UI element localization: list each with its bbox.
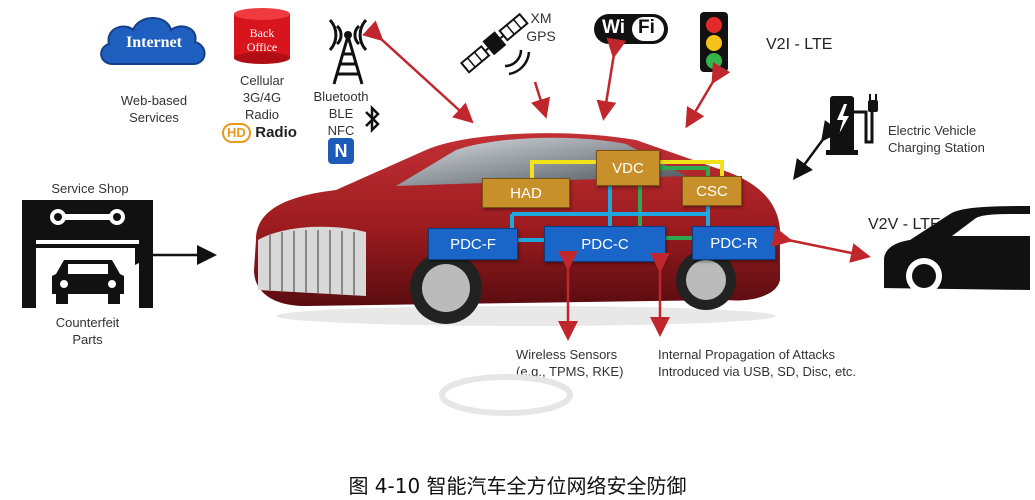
internet-label: Internet	[126, 34, 182, 51]
figure-caption: 图 4-10 智能汽车全方位网络安全防御	[348, 474, 687, 498]
background-ring	[439, 374, 573, 416]
cellular-line2: 3G/4G	[242, 90, 282, 105]
cloud-icon	[100, 17, 206, 65]
bluetooth-node: Bluetooth BLE NFC N	[310, 6, 390, 166]
wifi-fi: Fi	[638, 17, 655, 38]
hd-radio-text: Radio	[255, 124, 297, 141]
arrow-v2i	[685, 61, 731, 129]
back-office-node: Back Office	[232, 6, 292, 66]
counterfeit-line1: Counterfeit	[55, 315, 120, 330]
ecu-pdc-f: PDC-F	[428, 228, 518, 260]
service-shop-icon	[20, 198, 155, 310]
service-shop-label: Service Shop	[51, 181, 129, 196]
cellular-line3: Radio	[245, 107, 279, 122]
sedan-illustration	[254, 133, 780, 326]
gps-label: GPS	[526, 28, 556, 44]
xm-gps-node: XM GPS	[455, 4, 565, 94]
arrow-wifi	[596, 37, 627, 121]
ev-charging-node: Electric Vehicle Charging Station	[826, 90, 1026, 160]
nfc-icon: N	[328, 138, 354, 164]
traffic-light-icon	[700, 12, 728, 72]
bluetooth-line2: BLE	[328, 106, 354, 121]
v2v-car-icon	[880, 200, 1030, 296]
internal-propagation-line1: Internal Propagation of Attacks	[658, 347, 836, 362]
ev-charger-icon	[826, 94, 878, 155]
arrow-ev-charging	[793, 119, 841, 181]
radio-tower-icon	[328, 18, 368, 85]
internet-sub2: Services	[129, 110, 179, 125]
counterfeit-line2: Parts	[72, 332, 103, 347]
hd-radio-logo: HD Radio	[222, 123, 312, 145]
wireless-sensors-line2: (e.g., TPMS, RKE)	[516, 364, 624, 379]
bluetooth-line3: NFC	[327, 123, 355, 138]
wifi-wi: Wi	[602, 17, 626, 38]
back-office-line2: Office	[246, 40, 278, 54]
satellite-icon	[459, 12, 531, 76]
wifi-fi-badge	[632, 17, 664, 41]
wireless-sensors-line1: Wireless Sensors	[516, 347, 618, 362]
internet-sub1: Web-based	[120, 93, 188, 108]
back-office-line1: Back	[249, 26, 275, 40]
database-icon	[234, 8, 290, 64]
ecu-pdc-c: PDC-C	[544, 226, 666, 262]
ev-line2: Charging Station	[888, 140, 985, 155]
garage-icon	[22, 200, 153, 308]
internal-propagation-line2: Introduced via USB, SD, Disc, etc.	[658, 364, 856, 379]
red-light	[706, 17, 722, 33]
cellular-line1: Cellular	[239, 73, 285, 88]
green-light	[706, 53, 722, 69]
ecu-had: HAD	[482, 178, 570, 208]
hd-radio-hd: HD	[222, 123, 251, 143]
v2i-label: V2I - LTE	[766, 36, 833, 53]
wifi-logo: Wi Fi	[594, 14, 668, 44]
ecu-csc: CSC	[682, 176, 742, 206]
yellow-light	[706, 35, 722, 51]
xm-label: XM	[530, 10, 552, 26]
ev-line1: Electric Vehicle	[888, 123, 977, 138]
ecu-vdc: VDC	[596, 150, 660, 186]
bluetooth-line1: Bluetooth	[313, 89, 369, 104]
internet-node: Internet Web-based Services	[95, 8, 213, 126]
ecu-pdc-r: PDC-R	[692, 226, 776, 260]
v2v-label: V2V - LTE	[868, 216, 941, 233]
vehicle-image	[246, 120, 786, 330]
car-silhouette-icon	[884, 206, 1030, 294]
arrow-v2v	[771, 227, 871, 263]
